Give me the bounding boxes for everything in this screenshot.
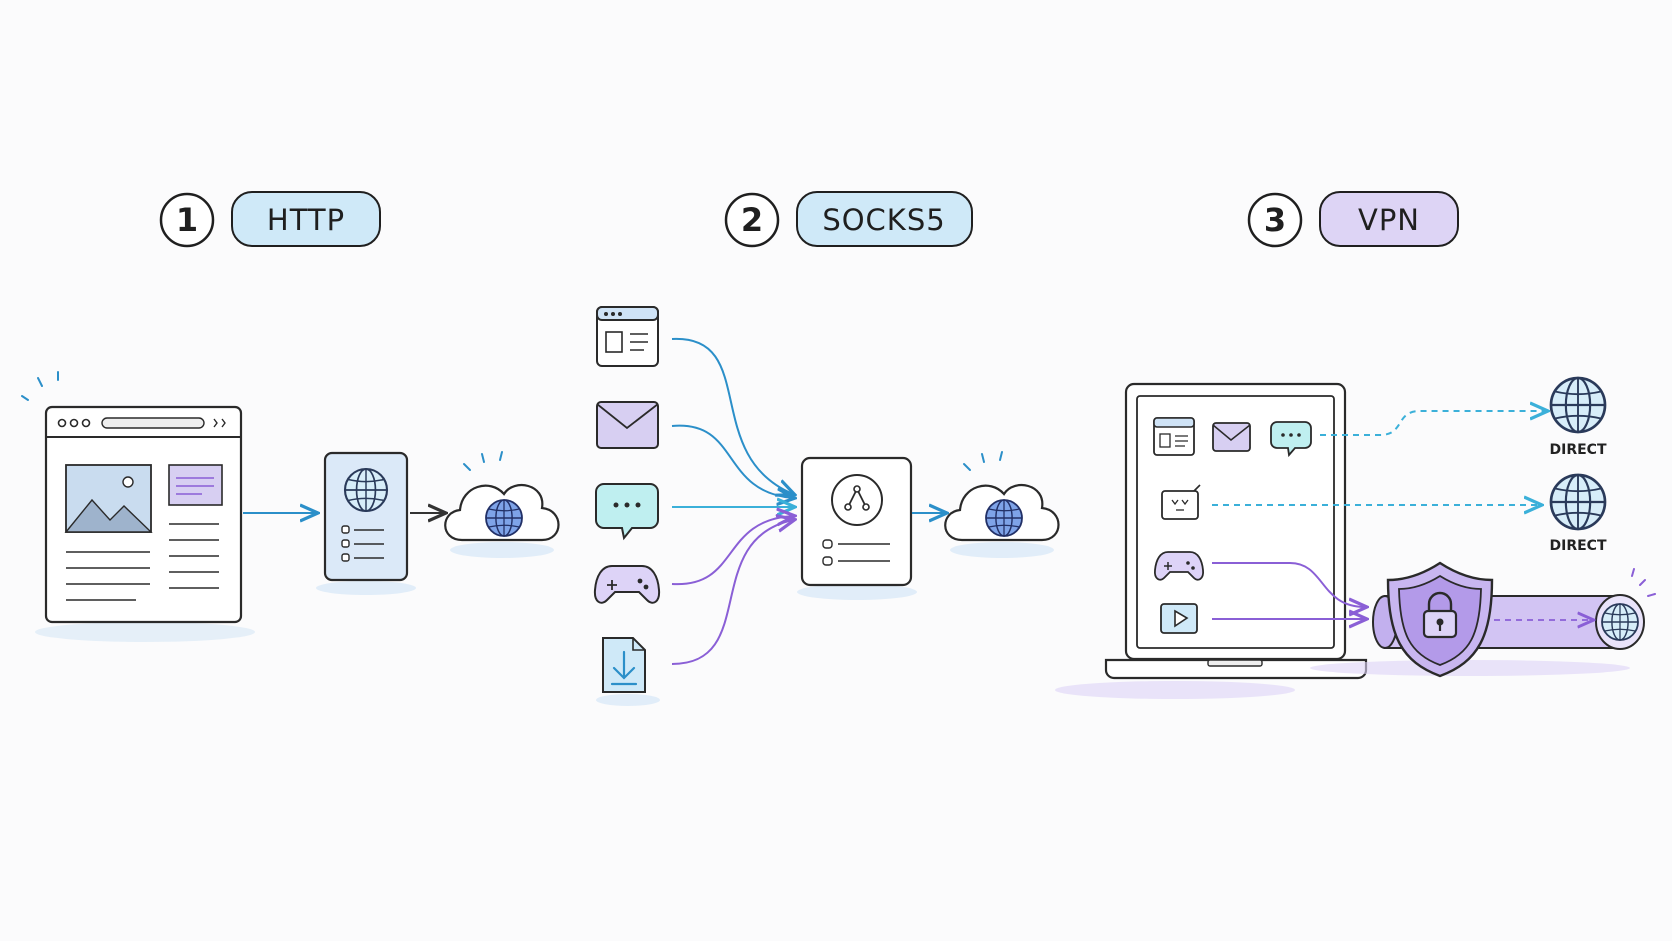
vpn-routing-lines [1212,411,1546,619]
cat-app-icon [1161,484,1201,520]
step-3-header: 3 VPN [1247,191,1459,248]
globe-icon [1549,473,1607,531]
video-play-icon [1160,603,1198,634]
step-3-number: 3 [1264,201,1286,239]
step-3-label: VPN [1358,203,1420,237]
vpn-section: DIRECT DIRECT [1055,376,1656,699]
socks5-flow-lines [671,337,793,665]
browser-app-icon [596,306,659,367]
step-1-pill [231,191,381,247]
flow-line-download [671,520,793,665]
step-2-header: 2 SOCKS5 [724,191,973,248]
direct-label-2: DIRECT [1550,538,1607,554]
step-1-header: 1 HTTP [159,191,381,248]
step-1-label: HTTP [267,203,345,237]
socks-server-icon [797,456,917,600]
http-section [21,371,560,642]
chat-icon [595,483,659,541]
step-3-pill [1319,191,1459,247]
flow-line-email [671,424,793,498]
step-2-pill [796,191,973,247]
chat-icon [1270,421,1312,458]
browser-app-icon [1153,417,1195,456]
email-icon [1212,422,1251,452]
globe-icon [1601,603,1639,641]
browser-window-icon [21,371,255,642]
proxy-server-icon [316,451,416,595]
socks5-section [593,306,1060,706]
laptop-icon [1055,382,1368,699]
step-2-label: SOCKS5 [822,203,945,237]
step-2-number-badge [724,192,780,248]
flow-line-gamepad [671,516,793,586]
step-1-number: 1 [176,201,198,239]
direct-line-1 [1320,411,1546,436]
gamepad-icon [593,565,661,604]
step-2-number: 2 [741,201,763,239]
cloud-globe-icon [944,450,1060,560]
flow-line-browser [671,337,793,494]
tunnel-line-gamepad [1212,562,1365,607]
cloud-globe-icon [444,450,560,560]
step-3-number-badge [1247,192,1303,248]
direct-label-1: DIRECT [1550,442,1607,458]
gamepad-icon [1154,551,1204,581]
download-file-icon [602,637,646,693]
shield-lock-icon [1386,561,1494,678]
email-icon [596,401,659,449]
globe-icon [1549,376,1607,434]
step-1-number-badge [159,192,215,248]
